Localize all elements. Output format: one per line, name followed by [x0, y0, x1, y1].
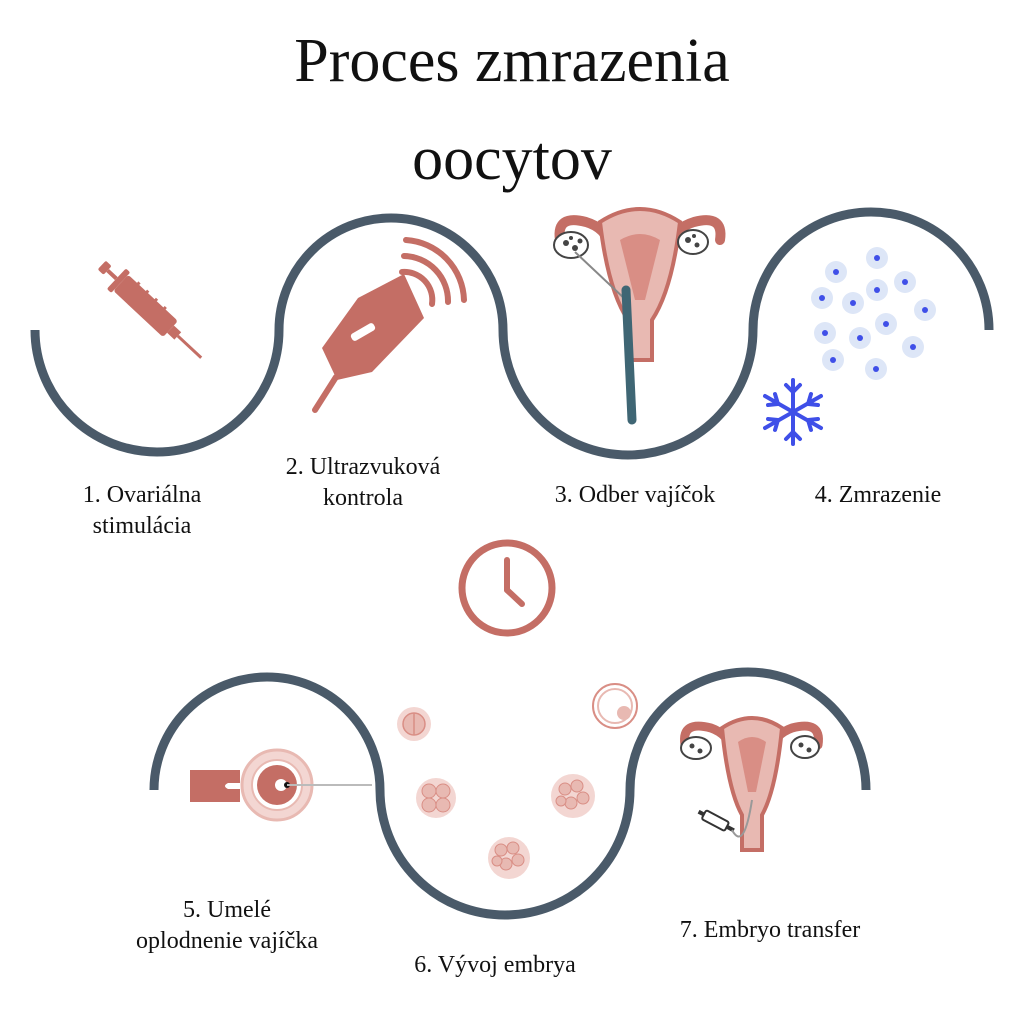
- bottom-wave-line: [149, 667, 871, 920]
- step-3-label: 3. Odber vajíčok: [554, 482, 716, 508]
- step-1-label: 1. Ovariálna stimulácia: [82, 482, 202, 539]
- page-title: Proces zmrazenia: [294, 27, 730, 95]
- syringe-icon: [98, 261, 203, 359]
- step-5-label: 5. Umelé oplodnenie vajíčka: [136, 897, 318, 954]
- icsi-pipette-icon: [190, 748, 372, 822]
- embryo-icon: [397, 683, 638, 879]
- clock-icon: [458, 539, 556, 637]
- snowflake-icon: [763, 378, 823, 446]
- step-7-label: 7. Embryo transfer: [679, 917, 861, 943]
- page-title-line2: oocytov: [412, 125, 612, 193]
- top-wave-line: [30, 207, 994, 460]
- step-6-label: 6. Vývoj embrya: [414, 952, 576, 978]
- step-2-label: 2. Ultrazvuková kontrola: [285, 454, 441, 511]
- uterus-transfer-icon: [680, 716, 823, 852]
- ultrasound-probe-icon: [312, 237, 467, 413]
- uterus-icon: [553, 207, 726, 425]
- frozen-eggs-icon: [811, 247, 936, 380]
- step-4-label: 4. Zmrazenie: [814, 482, 942, 508]
